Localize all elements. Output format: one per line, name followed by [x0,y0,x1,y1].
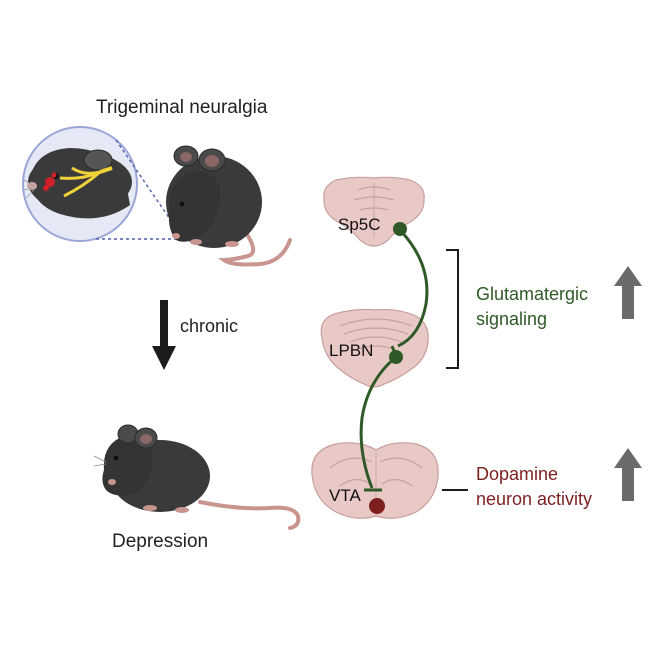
lpbn-to-vta-axon [359,355,397,489]
sp5c-to-lpbn-axon [397,228,429,348]
title-trigeminal-neuralgia: Trigeminal neuralgia [96,97,268,118]
label-glutamatergic-line2: signaling [476,309,548,329]
mouse-trigeminal-neuralgia-icon [166,145,292,267]
vta-dopamine-neuron-icon [369,498,385,514]
mouse-depression-icon [93,424,301,530]
up-arrow-icon [614,448,642,501]
label-chronic: chronic [180,316,239,336]
zoom-connectors [96,139,177,240]
label-lpbn: LPBN [329,341,374,360]
zoom-inset [22,126,138,242]
label-sp5c: Sp5C [338,215,381,234]
label-dopamine-line2: neuron activity [476,489,593,509]
down-arrow-icon [152,300,176,370]
label-vta: VTA [329,486,361,505]
label-glutamatergic-signaling: Glutamatergic signaling [476,282,588,332]
brain-section-lpbn [320,308,429,388]
lpbn-neuron-icon [389,350,403,364]
label-dopamine-neuron-activity: Dopamine neuron activity [476,462,592,512]
brain-section-sp5c [323,176,425,247]
neural-pathway [359,222,429,514]
label-glutamatergic-line1: Glutamatergic [476,284,589,304]
mouse-head-closeup [27,148,132,219]
label-dopamine-line1: Dopamine [476,464,559,484]
pathway-bracket [446,249,459,369]
pain-spot-icon [43,172,57,191]
whiskers-icon [23,179,35,199]
up-arrow-icon [614,266,642,319]
label-depression: Depression [112,531,209,552]
sp5c-neuron-icon [393,222,407,236]
brain-section-vta [311,442,439,519]
trigeminal-nerve-icon [59,166,113,198]
